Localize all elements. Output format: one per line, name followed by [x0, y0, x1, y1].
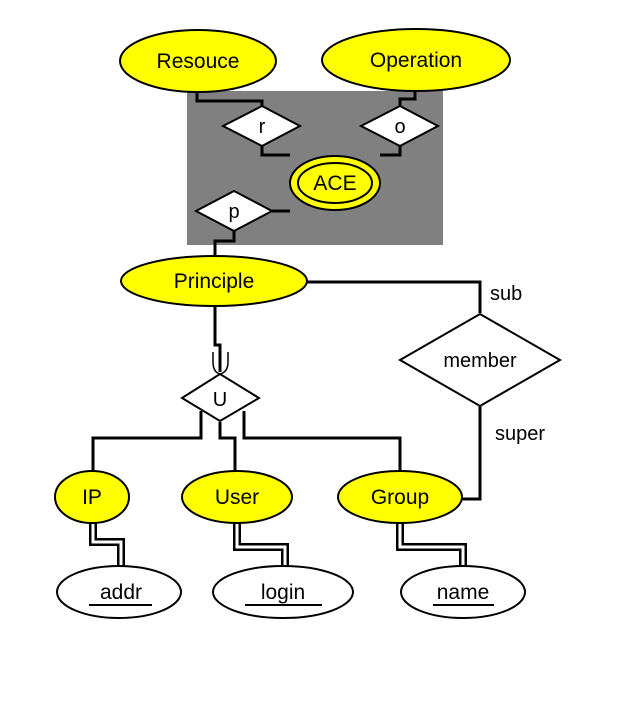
entity-operation[interactable]: Operation: [321, 28, 511, 92]
entity-group[interactable]: Group: [337, 470, 463, 524]
entity-principle[interactable]: Principle: [120, 255, 308, 307]
connector-member-group: [458, 406, 482, 501]
role-super-label: super: [495, 423, 545, 445]
attribute-login[interactable]: login: [212, 565, 354, 619]
relationship-r-label: r: [259, 116, 266, 138]
connector-r-ace: [260, 145, 290, 157]
entity-resource[interactable]: Resouce: [119, 29, 277, 93]
connector-union-group: [242, 411, 402, 474]
connector-o-ace: [380, 145, 402, 157]
entity-user-label: User: [215, 486, 259, 509]
relationship-r[interactable]: r: [220, 104, 303, 148]
relationship-member[interactable]: member: [397, 312, 563, 408]
attribute-login-label: login: [261, 581, 305, 604]
entity-resource-label: Resouce: [157, 50, 240, 73]
role-sub-label: sub: [490, 283, 522, 305]
entity-ace[interactable]: ACE: [289, 155, 381, 211]
attribute-name[interactable]: name: [400, 565, 526, 619]
connector-resource-r: [195, 92, 264, 106]
entity-operation-label: Operation: [370, 49, 462, 72]
connector-principle-member: [306, 280, 482, 313]
entity-ip[interactable]: IP: [54, 470, 130, 524]
connector-user-login: [233, 521, 289, 566]
relationship-o-label: o: [394, 116, 405, 138]
connector-operation-o: [398, 92, 417, 106]
connector-union-user: [218, 422, 237, 474]
connector-union-ip: [91, 411, 203, 474]
relationship-union[interactable]: U: [180, 372, 261, 423]
attribute-addr[interactable]: addr: [56, 565, 182, 619]
entity-ip-label: IP: [82, 486, 102, 509]
attribute-addr-label: addr: [100, 581, 142, 604]
attribute-name-label: name: [437, 581, 490, 604]
entity-principle-label: Principle: [174, 270, 255, 293]
relationship-union-label: U: [213, 389, 227, 411]
relationship-p-label: p: [228, 201, 239, 223]
entity-group-label: Group: [371, 486, 429, 509]
connector-group-name: [396, 521, 467, 566]
entity-user[interactable]: User: [181, 470, 293, 524]
connector-principle-union: [213, 306, 222, 372]
relationship-o[interactable]: o: [358, 104, 441, 148]
connector-p-principle: [213, 231, 236, 257]
relationship-p[interactable]: p: [193, 189, 275, 233]
relationship-member-label: member: [443, 350, 517, 372]
entity-ace-label: ACE: [313, 172, 356, 195]
